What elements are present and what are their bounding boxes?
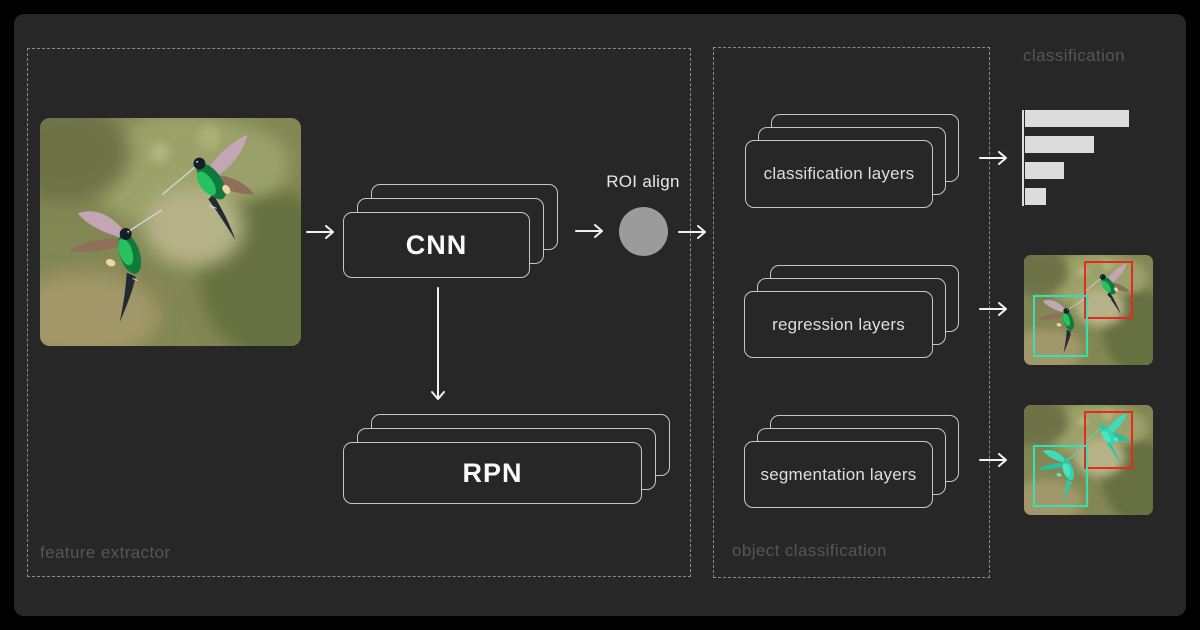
class-bar: [1025, 188, 1046, 205]
arrow-segmentation-to-masks-icon: [979, 453, 1007, 467]
arrow-classification-to-bars-icon: [979, 151, 1007, 165]
hummingbird-photo-svg: [40, 118, 301, 346]
bounding-box-red: [1084, 261, 1133, 319]
arrow-regression-to-boxes-icon: [979, 302, 1007, 316]
regression-output-image: [1024, 255, 1153, 365]
class-probability-bars: [1022, 110, 1129, 206]
cnn-card: CNN: [343, 212, 530, 278]
arrow-cnn-to-roi-icon: [575, 224, 603, 238]
regression-layers-card: regression layers: [744, 291, 933, 358]
bounding-box-teal: [1033, 445, 1088, 507]
classification-layers-card: classification layers: [745, 140, 933, 208]
class-bar: [1025, 136, 1094, 153]
class-bar: [1025, 110, 1129, 127]
bounding-box-teal: [1033, 295, 1088, 357]
segmentation-layers-card: segmentation layers: [744, 441, 933, 508]
feature-extractor-label: feature extractor: [40, 543, 171, 562]
arrow-cnn-to-rpn-icon: [431, 287, 445, 400]
object-classification-box: [713, 47, 990, 578]
arrow-roi-to-object-classification-icon: [678, 225, 706, 239]
feature-extractor-box: [27, 48, 691, 577]
arrow-input-to-cnn-icon: [306, 225, 334, 239]
rpn-stack: RPN: [343, 414, 670, 504]
rpn-label: RPN: [462, 457, 523, 488]
roi-align-label: ROI align: [606, 172, 680, 191]
rpn-card: RPN: [343, 442, 642, 504]
cnn-label: CNN: [405, 229, 468, 260]
segmentation-layers-label: segmentation layers: [760, 464, 917, 484]
regression-layers-stack: regression layers: [744, 265, 959, 358]
object-classification-label: object classification: [732, 541, 887, 560]
roi-align-circle: [619, 207, 668, 256]
classification-layers-label: classification layers: [763, 164, 915, 183]
bounding-box-red: [1084, 411, 1133, 469]
class-bar: [1025, 162, 1064, 179]
classification-output-label: classification: [1023, 46, 1125, 65]
regression-layers-label: regression layers: [772, 314, 905, 334]
input-image: [40, 118, 301, 346]
cnn-stack: CNN: [343, 184, 558, 278]
segmentation-layers-stack: segmentation layers: [744, 415, 959, 508]
classification-layers-stack: classification layers: [745, 114, 959, 208]
segmentation-output-image: [1024, 405, 1153, 515]
